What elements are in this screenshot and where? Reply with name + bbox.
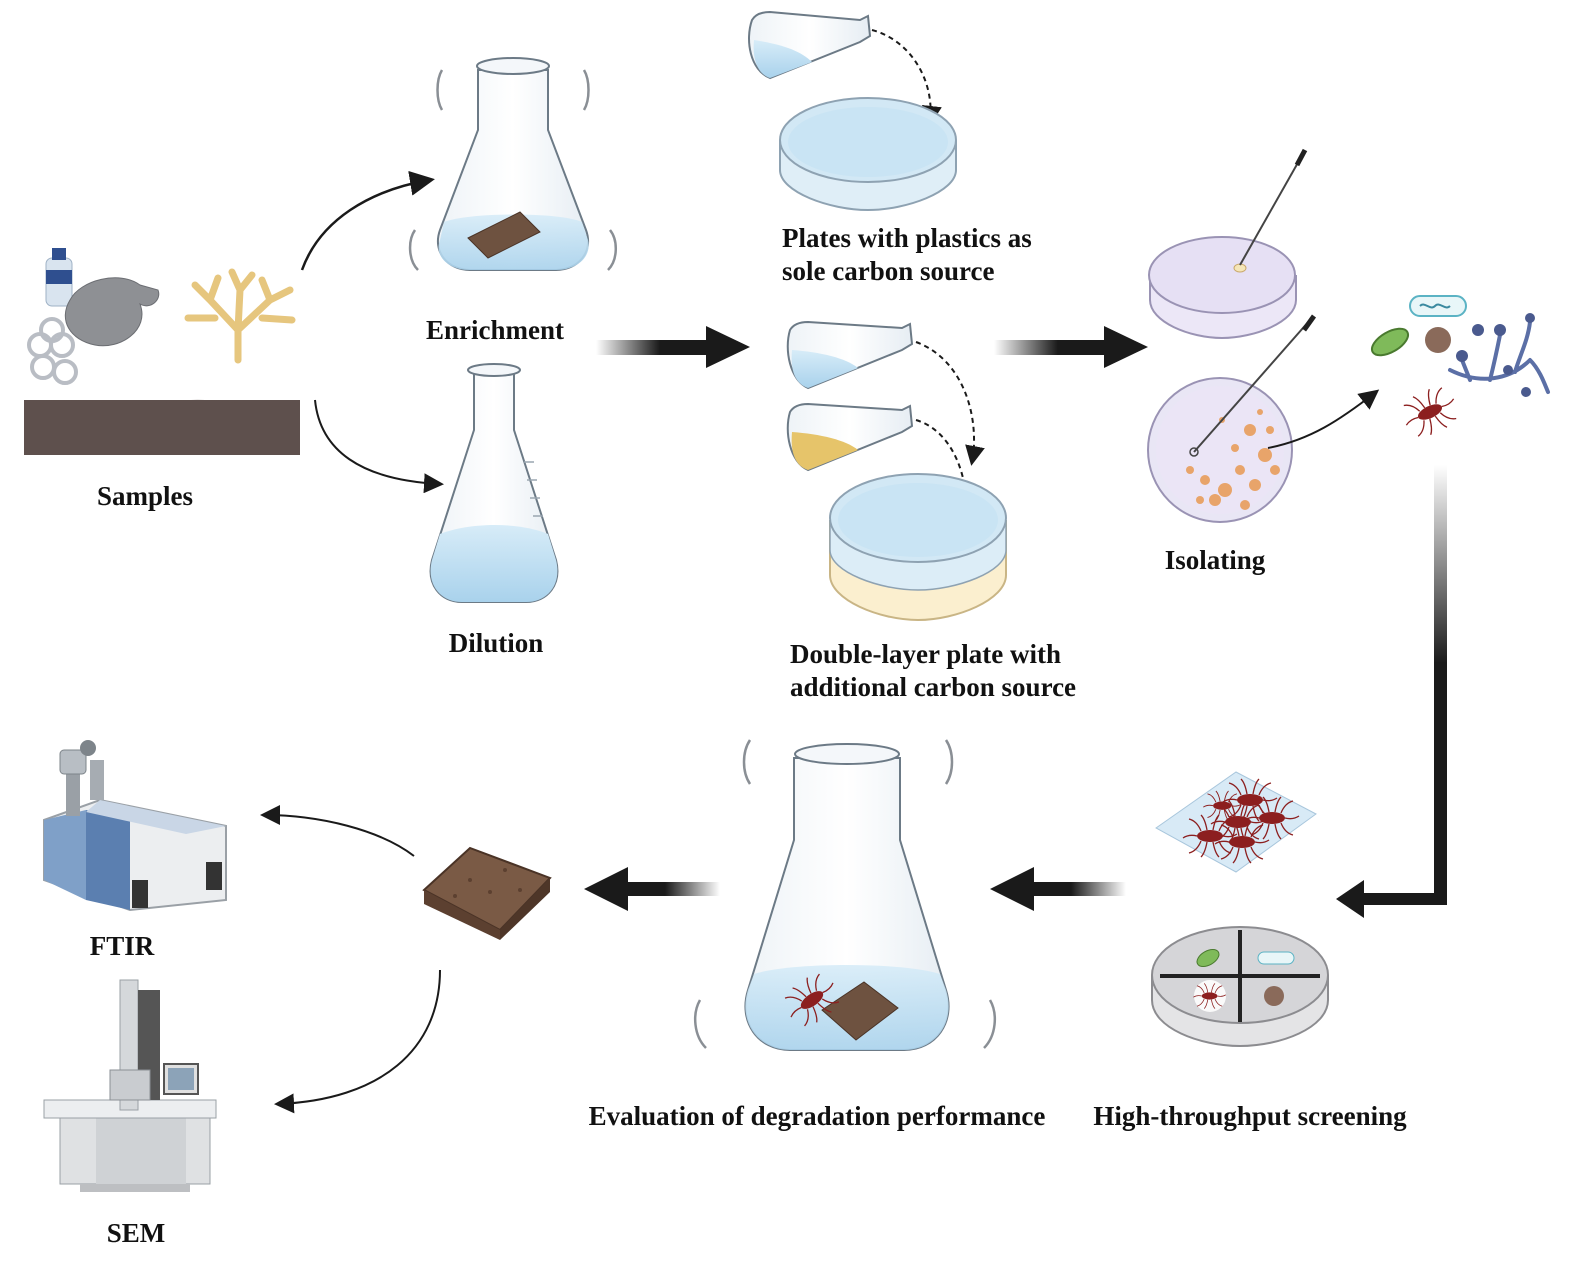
arrow-to-ftir (260, 805, 415, 857)
plastic-bag-icon (64, 277, 160, 347)
sem-label: SEM (106, 1218, 166, 1248)
petri-dish-icon (1148, 236, 1297, 340)
dilution-label: Dilution (448, 628, 544, 658)
plates-label: Plates with plastics as sole carbon sour… (782, 222, 1032, 288)
enrichment-label: Enrichment (426, 315, 564, 345)
arrow-to-screening (1336, 465, 1447, 918)
electron-microscope-icon (43, 979, 217, 1192)
arrow-to-enrichment (300, 170, 435, 271)
screening-label: High-throughput screening (1093, 1101, 1407, 1131)
double-layer-label-line2: additional carbon source (790, 672, 1077, 702)
shaking-flask-icon (693, 739, 997, 1051)
isolating-label: Isolating (1164, 545, 1266, 575)
double-layer-plate-icon (829, 473, 1007, 622)
fungus-icon (1448, 313, 1550, 397)
evaluation-label: Evaluation of degradation performance (588, 1101, 1046, 1131)
microbes-icon (1370, 295, 1467, 357)
colony-plate-icon (1147, 377, 1293, 523)
coral-icon (184, 268, 296, 364)
quadrant-plate-icon (1151, 926, 1329, 1048)
plastic-film-icon (1155, 771, 1317, 873)
pouring-flask-icon (748, 10, 872, 80)
plastic-rings-icon (27, 317, 78, 385)
pouring-flask-icon (786, 320, 914, 390)
shaking-flask-icon (408, 57, 617, 271)
double-layer-label: Double-layer plate with additional carbo… (790, 638, 1076, 704)
ftir-spectrometer-icon (43, 740, 227, 912)
petri-dish-icon (779, 97, 957, 212)
arrow-to-sem (274, 969, 441, 1114)
samples-label: Samples (96, 481, 194, 511)
bacterium-icon (1396, 380, 1464, 444)
water-bottle-icon (45, 248, 73, 307)
ftir-label: FTIR (89, 931, 155, 961)
samples-illustration (24, 248, 300, 455)
dilution-flask-icon (429, 363, 559, 603)
plates-label-line1: Plates with plastics as (782, 223, 1032, 253)
double-layer-label-line1: Double-layer plate with (790, 639, 1061, 669)
inoculation-loop-icon (1239, 151, 1305, 266)
arrow-to-isolating (994, 326, 1148, 368)
arrow-to-evaluation (990, 867, 1126, 911)
arrow-to-dilution (314, 399, 444, 494)
arrow-to-plastic-piece (584, 867, 720, 911)
plates-label-line2: sole carbon source (782, 256, 995, 286)
pouring-flask-icon (786, 402, 914, 472)
plastic-piece-icon (422, 846, 552, 940)
arrow-to-plates (596, 326, 750, 368)
